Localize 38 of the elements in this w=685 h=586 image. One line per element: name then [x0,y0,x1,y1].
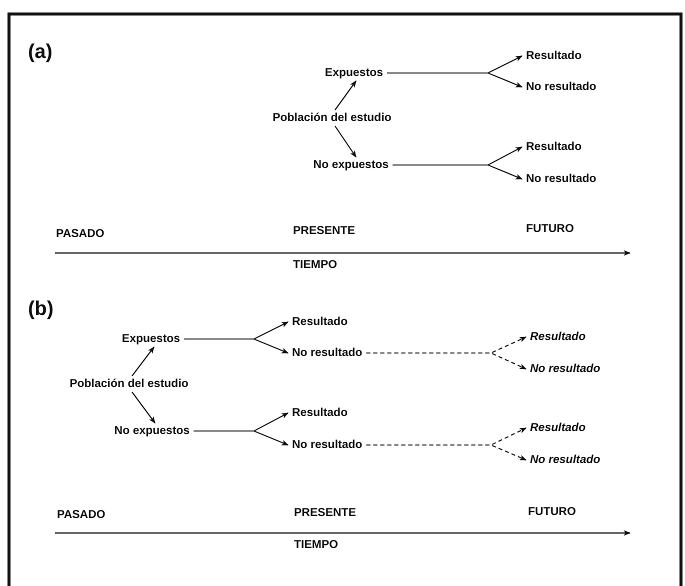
node-label: Población del estudio [70,377,188,391]
node-label: Resultado [530,421,586,435]
node-label: No resultado [526,80,596,94]
node-label: Resultado [292,406,348,420]
node-label: Población del estudio [272,111,392,125]
node-label: No resultado [530,453,600,467]
node-label: Resultado [526,49,582,63]
node-label: No expuestos [114,424,190,438]
node-label: Resultado [292,315,348,329]
arrow [194,430,289,446]
node-label: No resultado [530,362,600,376]
axis-title: TIEMPO [294,538,338,552]
node-label: Resultado [530,330,586,344]
axis-title: TIEMPO [293,258,338,272]
arrow [132,392,156,424]
time-label: PASADO [56,227,104,241]
arrow [366,444,527,460]
time-label: FUTURO [526,222,574,236]
panel-letter: (a) [28,41,52,63]
node-label: No expuestos [313,158,389,172]
arrow [184,338,289,354]
time-label: PRESENTE [293,224,355,238]
node-label: No resultado [292,346,362,360]
arrow [334,126,356,158]
node-label: Expuestos [324,66,384,80]
arrow [334,80,356,110]
node-label: Expuestos [122,332,180,346]
panel-letter: (b) [28,298,54,320]
arrow [387,72,523,88]
time-label: PRESENTE [294,506,356,520]
node-label: No resultado [526,172,596,186]
node-label: Resultado [526,140,582,154]
arrow [132,346,154,376]
time-label: PASADO [57,508,106,522]
time-label: FUTURO [528,505,576,519]
node-label: No resultado [292,438,362,452]
arrow [366,352,527,370]
arrow [392,164,523,180]
